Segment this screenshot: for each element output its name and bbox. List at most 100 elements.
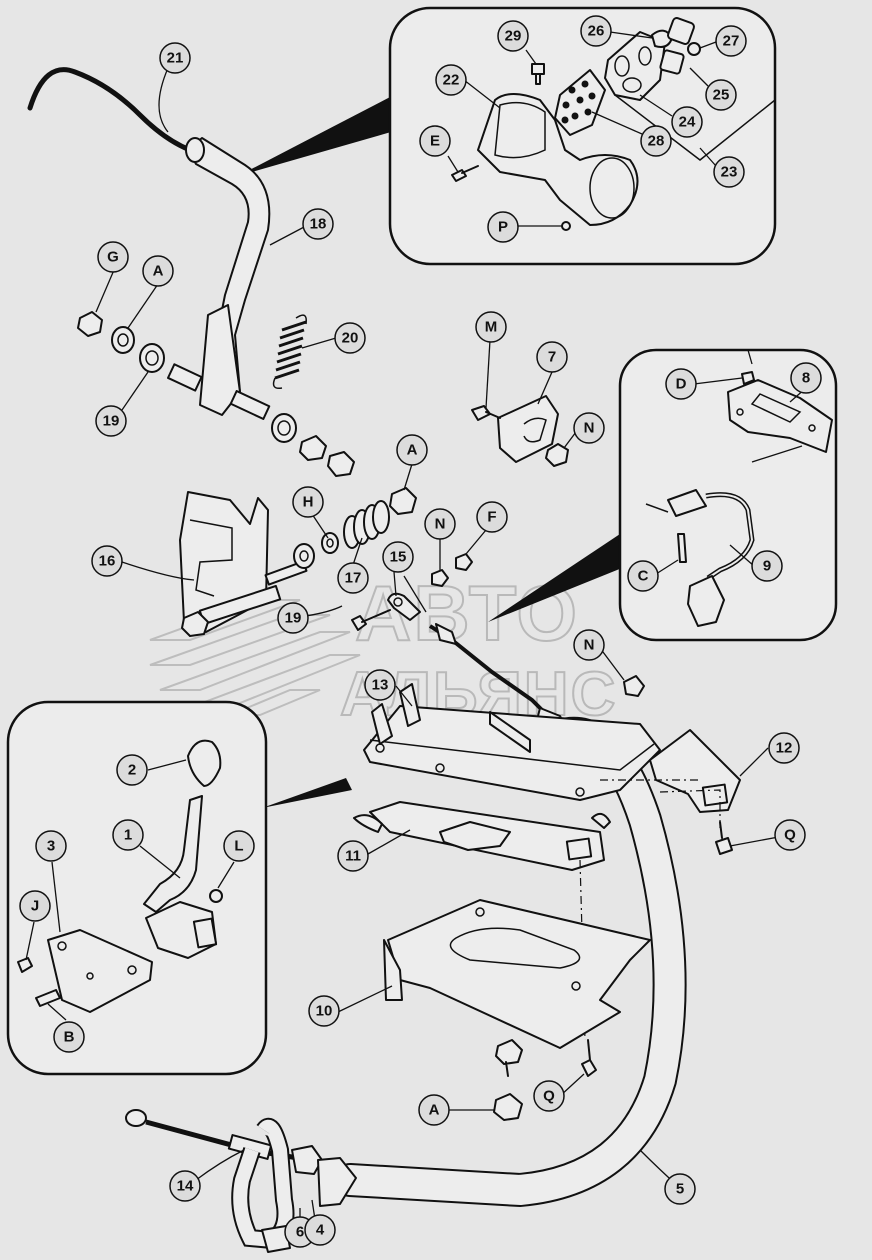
label-25: 25 — [705, 79, 737, 111]
svg-text:15: 15 — [390, 549, 407, 566]
cable-frame-group — [125, 623, 785, 1253]
svg-text:10: 10 — [316, 1003, 333, 1020]
callout-lever — [6, 700, 352, 1076]
svg-text:A: A — [153, 263, 164, 280]
pivot-group — [121, 463, 487, 637]
washer-a-top — [111, 326, 135, 354]
lever-1 — [143, 795, 203, 913]
pedal-arm-group — [27, 67, 355, 477]
svg-text:Q: Q — [543, 1088, 555, 1105]
svg-text:22: 22 — [443, 72, 460, 89]
screw-e — [451, 165, 479, 182]
svg-text:11: 11 — [345, 848, 361, 865]
svg-text:1: 1 — [124, 827, 132, 844]
plate-3 — [47, 929, 153, 1013]
label-23: 23 — [713, 156, 745, 188]
svg-text:4: 4 — [316, 1222, 325, 1239]
switch-9 — [667, 489, 707, 517]
switch-cap — [667, 17, 695, 45]
clip-11 — [591, 812, 611, 829]
svg-text:12: 12 — [776, 740, 793, 757]
svg-text:N: N — [584, 637, 595, 654]
svg-text:19: 19 — [285, 610, 302, 627]
watermark-line1: АВТО — [355, 569, 579, 657]
pedal-shaft-left — [167, 363, 203, 392]
knob-2 — [187, 739, 222, 787]
svg-text:A: A — [407, 442, 418, 459]
rod-end-14 — [125, 1109, 147, 1127]
pipe-fitting — [261, 1225, 291, 1253]
svg-text:J: J — [31, 898, 39, 915]
bushing-19-mid — [293, 543, 315, 569]
spring-20 — [272, 314, 308, 390]
pedal-pad — [477, 93, 639, 226]
label-e: E — [419, 125, 451, 157]
rubber-pad — [554, 69, 606, 136]
screw-q-right — [715, 821, 733, 855]
label-h: H — [292, 486, 324, 518]
nut-a-bot — [493, 1093, 523, 1121]
connector-9 — [687, 575, 725, 627]
label-p: P — [487, 211, 519, 243]
label-24: 24 — [671, 106, 703, 138]
svg-text:20: 20 — [342, 330, 359, 347]
svg-text:14: 14 — [177, 1178, 194, 1195]
slider-latch — [439, 821, 511, 851]
label-19-mid: 19 — [277, 602, 309, 634]
bolt-10 — [495, 1039, 523, 1077]
callout-pointer-lever — [262, 778, 352, 808]
label-l: L — [223, 830, 255, 862]
label-a-bot: A — [418, 1094, 450, 1126]
svg-text:A: A — [429, 1102, 440, 1119]
label-q-bot: Q — [533, 1080, 565, 1112]
svg-text:23: 23 — [721, 164, 738, 181]
label-4: 4 — [304, 1214, 336, 1246]
label-g: G — [97, 241, 129, 273]
label-13: 13 — [364, 669, 396, 701]
bolt-15 — [351, 609, 391, 631]
label-22: 22 — [435, 64, 467, 96]
watermark-logo — [149, 599, 361, 716]
svg-text:P: P — [498, 219, 508, 236]
callout-pedal-pad — [238, 6, 777, 266]
label-10: 10 — [308, 995, 340, 1027]
label-18: 18 — [302, 208, 334, 240]
svg-text:13: 13 — [372, 677, 389, 694]
nut-a-mid — [389, 487, 417, 515]
screw-j — [17, 957, 33, 973]
callout-switch — [488, 348, 838, 642]
rail-13 — [363, 705, 661, 801]
callout-pointer-switch — [488, 534, 622, 622]
svg-text:29: 29 — [505, 28, 522, 45]
label-16: 16 — [91, 545, 123, 577]
nut-g — [77, 311, 103, 337]
label-b: B — [53, 1021, 85, 1053]
rod-end-15 — [387, 592, 421, 621]
label-3: 3 — [35, 830, 67, 862]
label-7: 7 — [536, 341, 568, 373]
washer-l — [209, 889, 223, 903]
svg-text:C: C — [638, 568, 649, 585]
label-26: 26 — [580, 15, 612, 47]
callout-pointer — [238, 96, 398, 176]
pin-b — [35, 989, 61, 1007]
cable-21 — [27, 67, 193, 153]
label-8: 8 — [790, 362, 822, 394]
svg-text:N: N — [435, 516, 446, 533]
screw-d — [741, 371, 755, 385]
bracket-7 — [497, 395, 559, 463]
screw-c — [677, 533, 687, 563]
screw-29 — [531, 63, 545, 85]
bolt-m — [471, 405, 501, 421]
bushing-19-top — [139, 343, 165, 373]
label-17: 17 — [337, 562, 369, 594]
nut-n-mid — [431, 569, 449, 587]
svg-text:D: D — [676, 376, 687, 393]
cable-end — [317, 1157, 357, 1207]
nut-n-top — [545, 443, 569, 467]
label-2: 2 — [116, 754, 148, 786]
svg-text:3: 3 — [47, 838, 55, 855]
svg-text:27: 27 — [723, 33, 740, 50]
svg-text:M: M — [485, 319, 498, 336]
